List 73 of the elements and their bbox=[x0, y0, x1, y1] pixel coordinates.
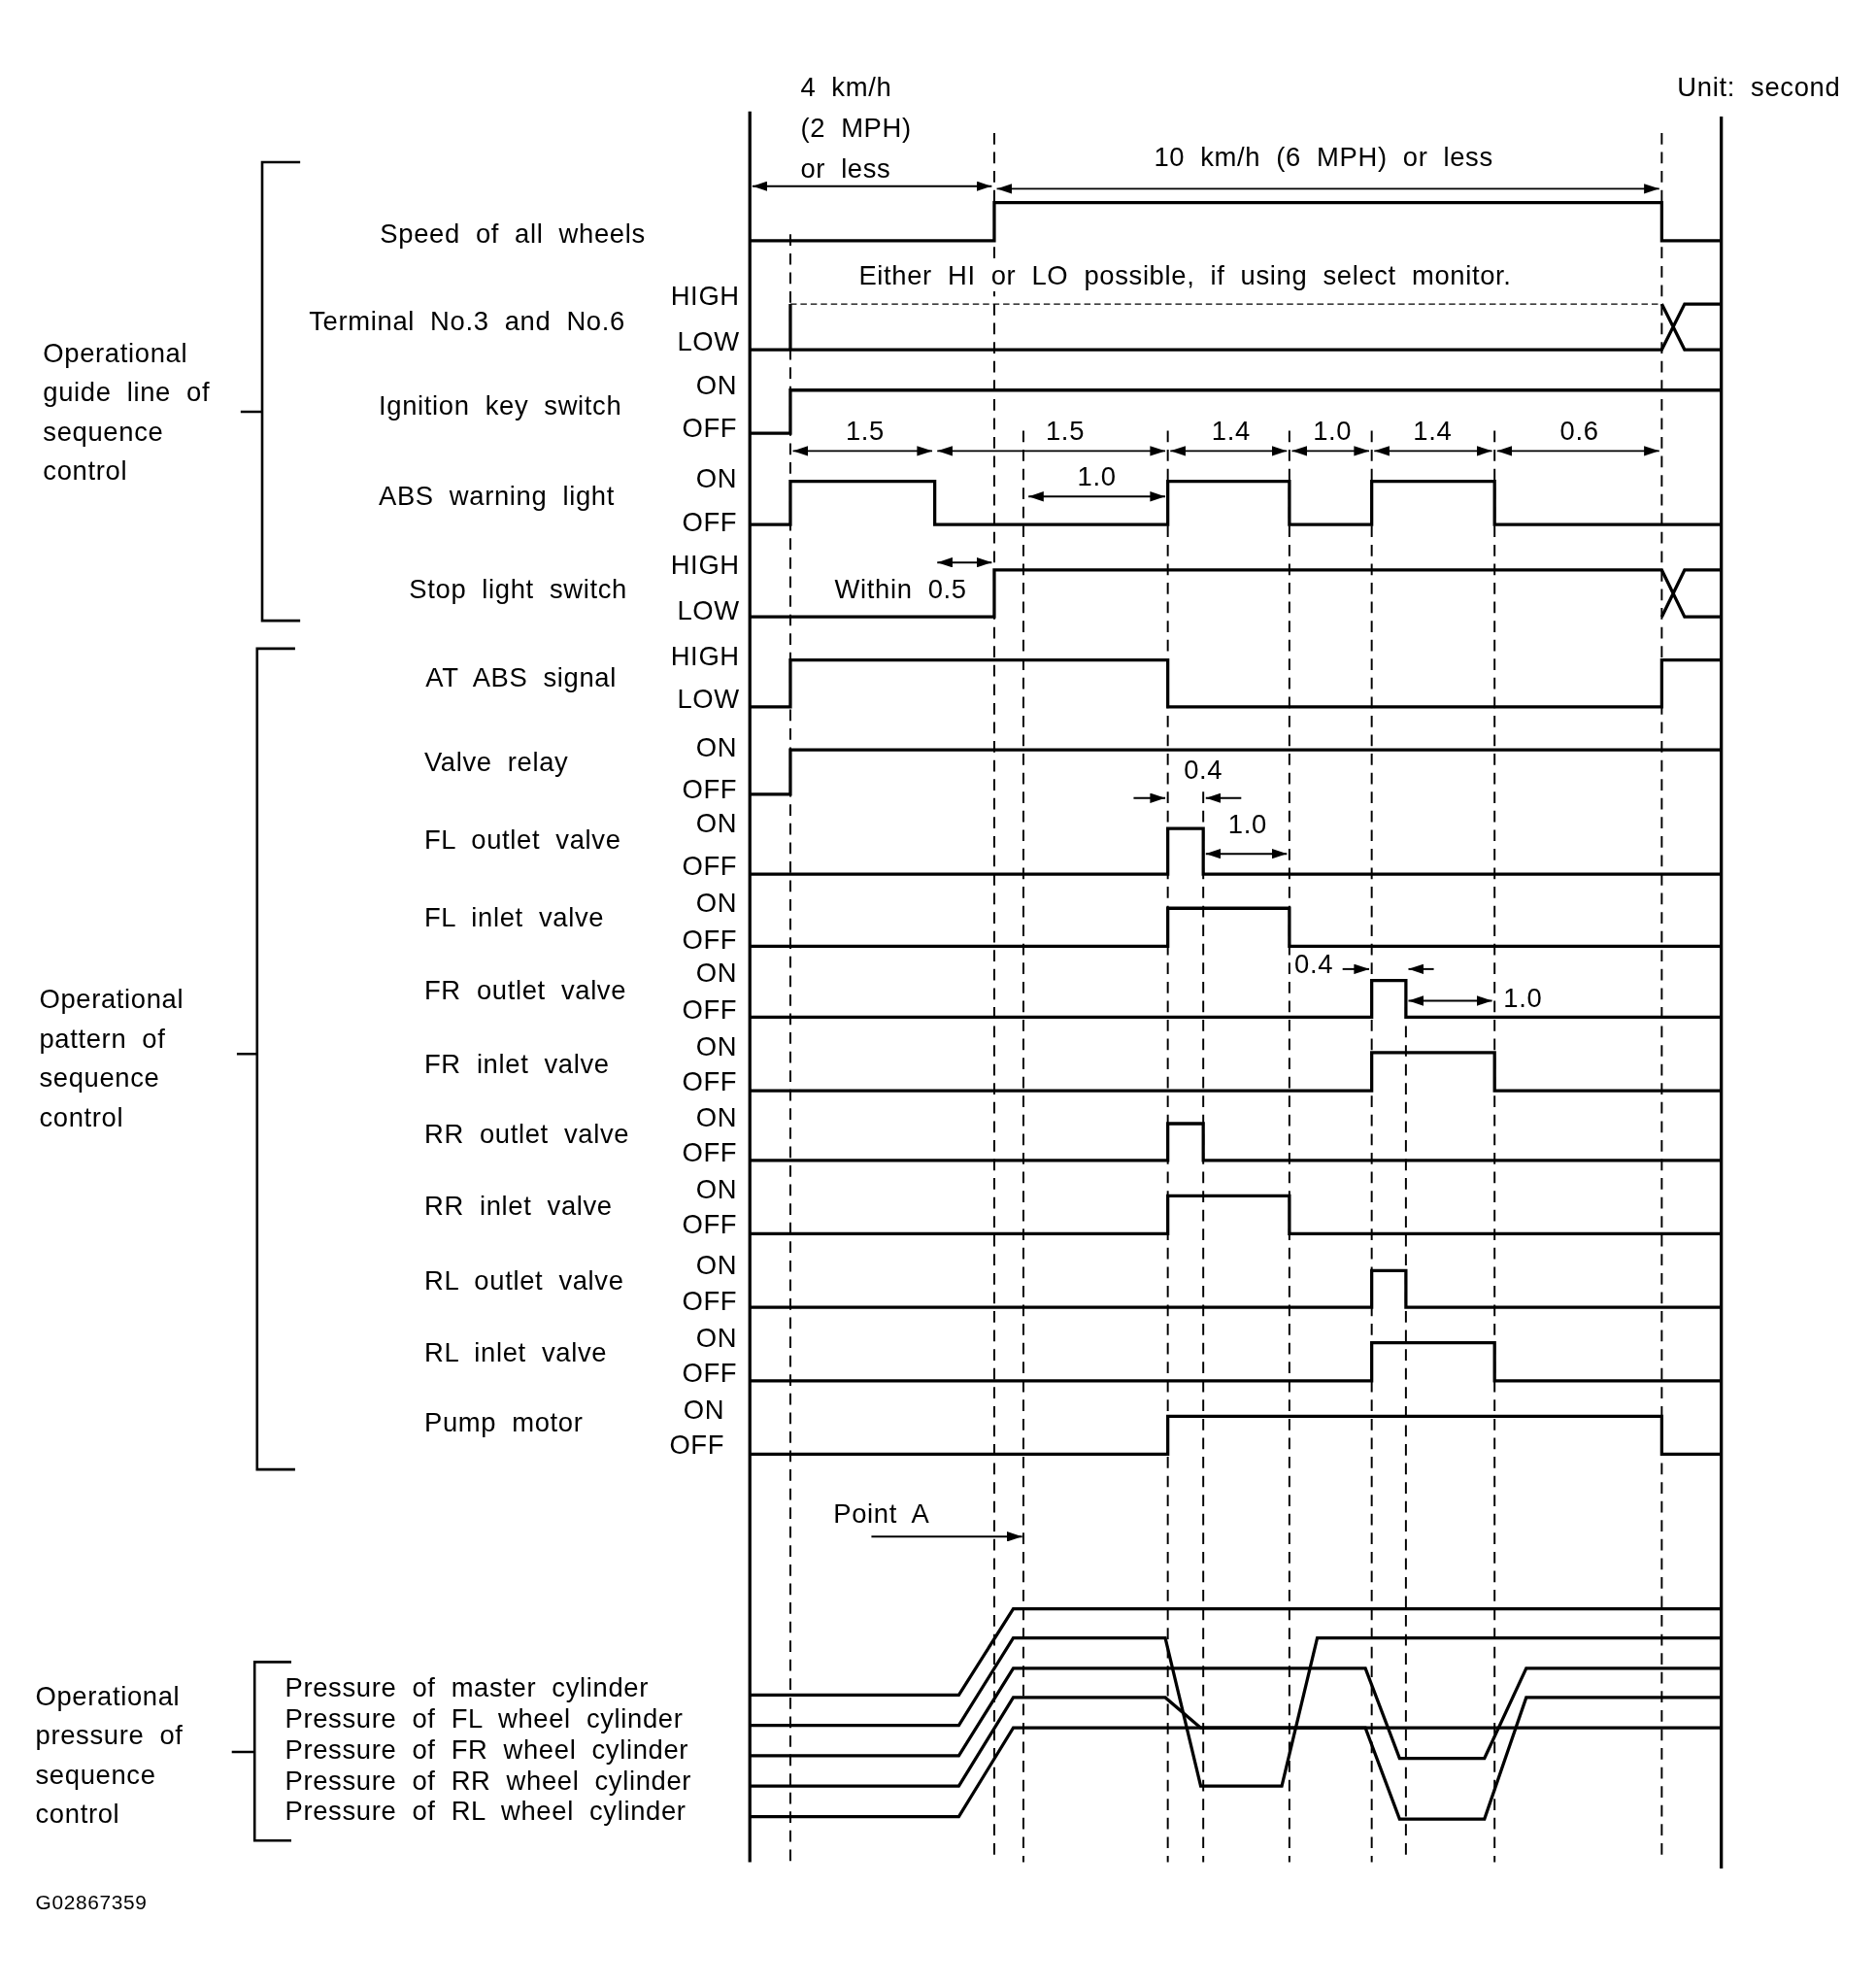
timing-label: 1.0 bbox=[1077, 460, 1117, 492]
timing-label: G02867359 bbox=[35, 1891, 148, 1915]
timing-label: ON bbox=[695, 731, 738, 763]
timing-label: Pump motor bbox=[423, 1407, 584, 1438]
timing-label: OFF bbox=[682, 993, 738, 1026]
timing-label: Unit: second bbox=[1677, 72, 1841, 103]
timing-label: 1.5 bbox=[1046, 415, 1085, 447]
timing-label: ON bbox=[695, 1174, 738, 1205]
timing-label: HIGH bbox=[670, 641, 740, 672]
timing-label: 4 km/h (2 MPH) or less bbox=[800, 71, 913, 185]
timing-label: Terminal No.3 and No.6 bbox=[309, 306, 625, 338]
timing-label: OFF bbox=[669, 1430, 725, 1462]
timing-label: OFF bbox=[682, 506, 738, 538]
timing-label: OFF bbox=[682, 774, 738, 805]
timing-label: ON bbox=[695, 1101, 738, 1133]
timing-label: Stop light switch bbox=[409, 573, 627, 605]
timing-label: ON bbox=[695, 369, 738, 401]
timing-label: RL outlet valve bbox=[423, 1265, 624, 1296]
timing-label: OFF bbox=[682, 1137, 738, 1168]
timing-label: FL inlet valve bbox=[423, 901, 605, 933]
figure-code: Pressure of RL wheel cylinder bbox=[285, 1796, 687, 1828]
timing-label: Valve relay bbox=[423, 747, 569, 779]
timing-label: ON bbox=[695, 1322, 738, 1354]
timing-label: RR outlet valve bbox=[423, 1118, 630, 1150]
timing-label: OFF bbox=[682, 1358, 738, 1389]
timing-label: HIGH bbox=[670, 281, 740, 313]
timing-label: OFF bbox=[682, 925, 738, 956]
timing-label: AT ABS signal bbox=[425, 662, 617, 693]
timing-label: 1.0 bbox=[1313, 415, 1353, 447]
timing-label: ON bbox=[695, 1030, 738, 1062]
timing-label: 1.0 bbox=[1503, 983, 1543, 1014]
timing-label: 0.6 bbox=[1559, 415, 1599, 447]
leader-arrow bbox=[870, 1532, 1023, 1542]
timing-label: OFF bbox=[682, 1285, 738, 1317]
timing-label: 0.4 bbox=[1184, 755, 1223, 786]
timing-label: Speed of all wheels bbox=[380, 219, 646, 251]
timing-label: Pressure of RR wheel cylinder bbox=[285, 1766, 692, 1797]
timing-label: Pressure of FR wheel cylinder bbox=[285, 1734, 689, 1766]
timing-label: Within 0.5 bbox=[834, 573, 967, 605]
timing-label: RL inlet valve bbox=[423, 1337, 608, 1368]
timing-label: ABS warning light bbox=[379, 481, 615, 513]
timing-label: ON bbox=[683, 1395, 725, 1426]
timing-guide-line bbox=[1022, 429, 1024, 1864]
timing-label: Pressure of master cylinder bbox=[285, 1671, 649, 1703]
timing-label: Pressure of FL wheel cylinder bbox=[285, 1703, 684, 1734]
timing-label: 1.5 bbox=[845, 415, 885, 447]
group-label: Operational pattern of sequence control bbox=[39, 983, 185, 1133]
timing-label: LOW bbox=[677, 326, 740, 357]
timing-label: FR inlet valve bbox=[423, 1049, 610, 1080]
timing-label: ON bbox=[695, 888, 738, 919]
timing-label: 1.4 bbox=[1413, 415, 1453, 447]
timing-label: ON bbox=[695, 808, 738, 839]
timing-label: HIGH bbox=[670, 550, 740, 581]
timing-label: FL outlet valve bbox=[423, 825, 621, 856]
timing-label: 0.4 bbox=[1294, 949, 1334, 980]
timing-label: ON bbox=[695, 1250, 738, 1281]
timing-label: ON bbox=[695, 958, 738, 989]
timing-label: ON bbox=[695, 463, 738, 494]
timing-label: RR inlet valve bbox=[423, 1191, 613, 1222]
timing-label: LOW bbox=[677, 595, 740, 626]
timing-label: 1.4 bbox=[1211, 415, 1251, 447]
timing-label: OFF bbox=[682, 1209, 738, 1241]
timing-label: OFF bbox=[682, 413, 738, 444]
timing-label: FR outlet valve bbox=[423, 975, 627, 1006]
timing-label: OFF bbox=[682, 851, 738, 883]
timing-label: 10 km/h (6 MPH) or less bbox=[1154, 142, 1493, 173]
timing-label: 1.0 bbox=[1227, 809, 1267, 840]
group-label: Operational guide line of sequence control bbox=[43, 337, 212, 488]
point-label: Point A bbox=[833, 1498, 951, 1537]
timing-label: Ignition key switch bbox=[379, 389, 622, 421]
timing-label: OFF bbox=[682, 1066, 738, 1097]
group-label: Operational pressure of sequence control bbox=[35, 1679, 184, 1831]
timing-label: LOW bbox=[677, 684, 740, 715]
